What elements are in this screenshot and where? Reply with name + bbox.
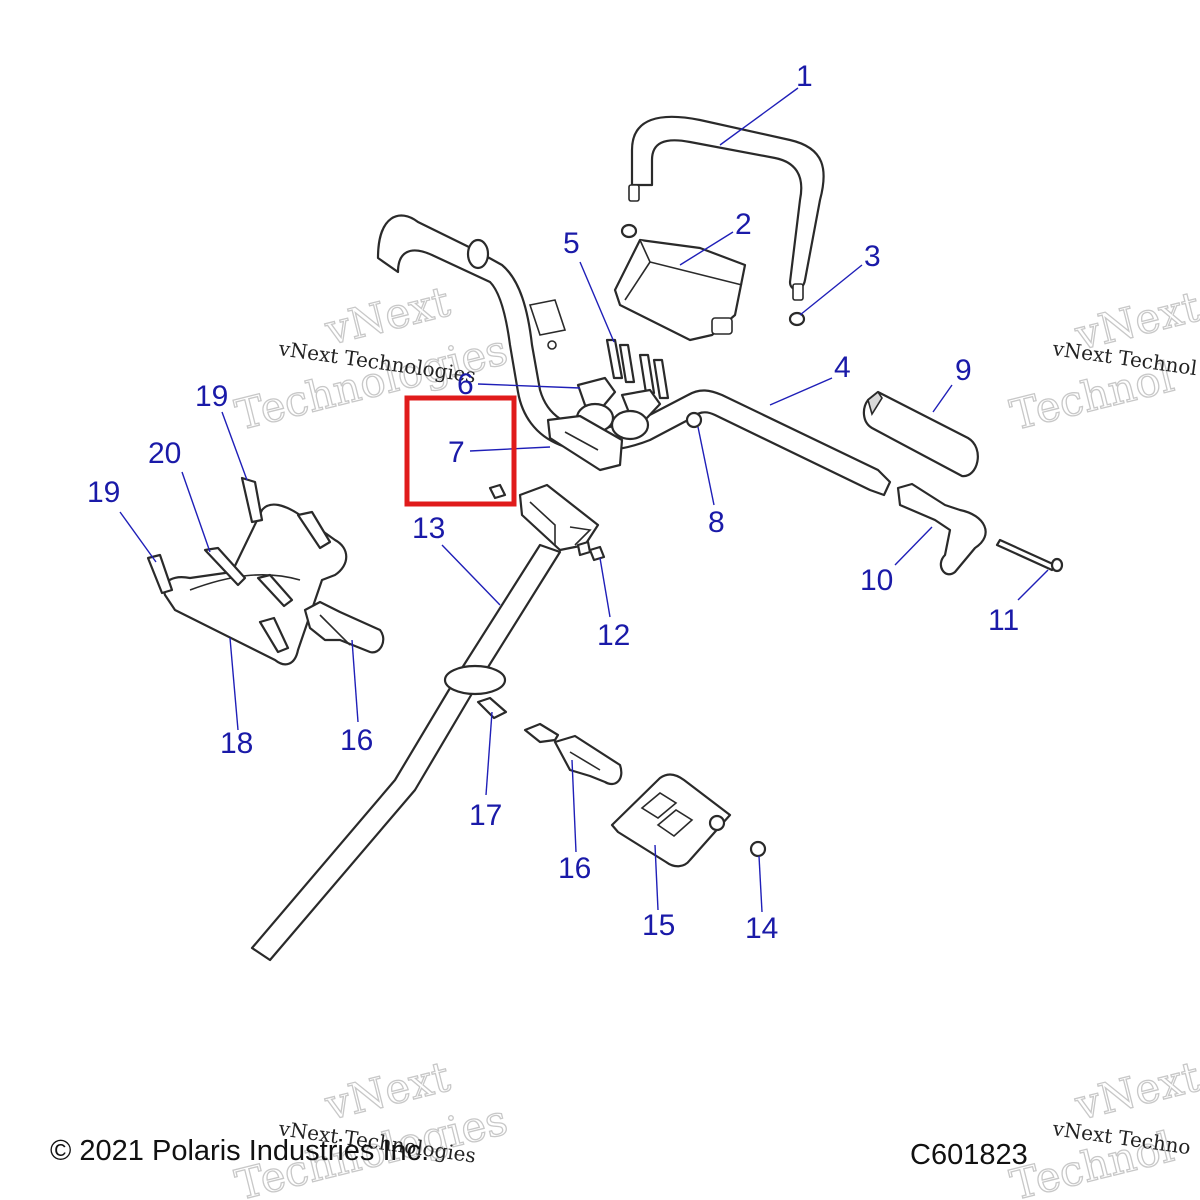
callout-5: 5 bbox=[563, 227, 580, 260]
part-13-steering-post bbox=[250, 483, 600, 962]
part-1-grab-handle bbox=[628, 115, 825, 301]
part-4-handlebar bbox=[376, 214, 892, 497]
callouts: 1 2 3 4 5 6 7 8 9 10 11 12 13 14 15 16 1… bbox=[87, 60, 1019, 945]
callout-13: 13 bbox=[412, 512, 445, 545]
part-15-plate bbox=[610, 773, 732, 868]
callout-6: 6 bbox=[457, 368, 474, 401]
callout-10: 10 bbox=[860, 564, 893, 597]
callout-18: 18 bbox=[220, 727, 253, 760]
part-6-clamp-caps bbox=[575, 376, 662, 441]
callout-15: 15 bbox=[642, 909, 675, 942]
callout-2: 2 bbox=[735, 208, 752, 241]
callout-8: 8 bbox=[708, 506, 725, 539]
part-8-nut bbox=[685, 411, 703, 429]
part-12-pins bbox=[488, 483, 606, 562]
watermark-big-vnext-4: vNext bbox=[1070, 1052, 1200, 1130]
part-7-riser bbox=[546, 414, 624, 472]
highlight-box-part-7 bbox=[404, 395, 517, 507]
callout-17: 17 bbox=[469, 799, 502, 832]
callout-11: 11 bbox=[988, 604, 1019, 637]
callout-20: 20 bbox=[148, 437, 181, 470]
part-10-throttle bbox=[896, 482, 987, 576]
part-5-bolts bbox=[605, 338, 670, 400]
part-2-cover bbox=[613, 238, 747, 342]
callout-4: 4 bbox=[834, 351, 851, 384]
callout-19-top: 19 bbox=[195, 380, 228, 413]
leader-lines bbox=[119, 87, 1049, 913]
part-16-upper-clamp bbox=[303, 600, 385, 654]
footer-copyright: © 2021 Polaris Industries Inc. bbox=[50, 1135, 429, 1167]
footer-diagram-code: C601823 bbox=[910, 1139, 1028, 1171]
part-14-nuts bbox=[708, 814, 767, 858]
part-16-lower-clamp bbox=[523, 722, 623, 786]
callout-16-upper: 16 bbox=[340, 724, 373, 757]
part-9-grip bbox=[862, 390, 979, 478]
part-19-20-bolts bbox=[146, 476, 332, 654]
callout-7: 7 bbox=[448, 436, 465, 469]
callout-16-lower: 16 bbox=[558, 852, 591, 885]
callout-14: 14 bbox=[745, 912, 778, 945]
callout-3: 3 bbox=[864, 240, 881, 273]
callout-19-left: 19 bbox=[87, 476, 120, 509]
callout-1: 1 bbox=[796, 60, 813, 93]
callout-12: 12 bbox=[597, 619, 630, 652]
callout-9: 9 bbox=[955, 354, 972, 387]
part-11-pin bbox=[995, 538, 1064, 573]
part-3-nuts bbox=[620, 223, 806, 327]
part-17-spacer bbox=[476, 696, 508, 720]
